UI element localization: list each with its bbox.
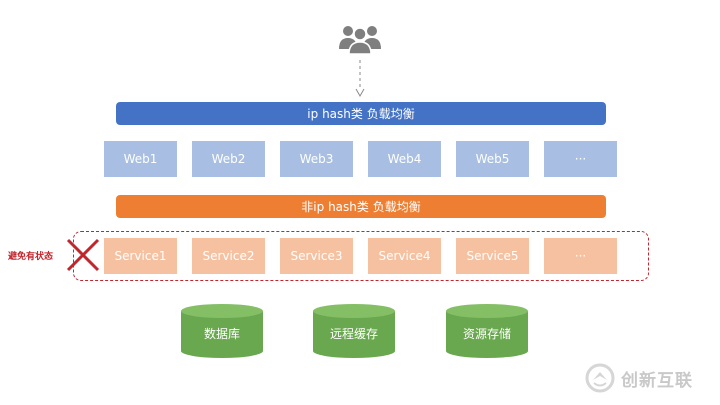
service-node: Service1 (104, 238, 177, 274)
service-node-label: Service5 (466, 249, 519, 263)
service-node-label: ··· (574, 249, 587, 263)
ip-hash-load-balancer-label: ip hash类 负载均衡 (307, 107, 415, 121)
web-node: Web3 (280, 141, 353, 177)
remote-cache-cylinder: 远程缓存 (312, 303, 396, 359)
web-node-label: Web4 (387, 152, 422, 166)
service-node-row: Service1 Service2 Service3 Service4 Serv… (104, 238, 617, 274)
web-node: Web1 (104, 141, 177, 177)
web-node: ··· (544, 141, 617, 177)
service-group-outline (73, 231, 649, 281)
web-node: Web5 (456, 141, 529, 177)
non-ip-hash-load-balancer-label: 非ip hash类 负载均衡 (301, 200, 421, 214)
web-node-label: Web3 (299, 152, 334, 166)
web-node-label: Web2 (211, 152, 246, 166)
web-node-label: Web5 (475, 152, 510, 166)
web-node-label: Web1 (123, 152, 158, 166)
service-node: Service3 (280, 238, 353, 274)
database-cylinder: 数据库 (180, 303, 264, 359)
flow-arrow (350, 60, 370, 100)
service-node-label: Service2 (202, 249, 255, 263)
company-logo-icon (585, 363, 615, 393)
service-node: ··· (544, 238, 617, 274)
service-node: Service2 (192, 238, 265, 274)
non-ip-hash-load-balancer-bar: 非ip hash类 负载均衡 (116, 195, 606, 218)
avoid-stateful-note: 避免有状态 (8, 252, 54, 262)
users-group-icon (336, 22, 384, 55)
remote-cache-label: 远程缓存 (329, 327, 378, 341)
company-logo: 创新互联 (585, 360, 715, 396)
web-node: Web2 (192, 141, 265, 177)
web-node-label: ··· (574, 152, 587, 166)
service-node: Service4 (368, 238, 441, 274)
service-node: Service5 (456, 238, 529, 274)
service-node-label: Service4 (378, 249, 431, 263)
resource-storage-cylinder: 资源存储 (445, 303, 529, 359)
web-node-row: Web1 Web2 Web3 Web4 Web5 ··· (104, 141, 617, 177)
database-label: 数据库 (203, 327, 240, 341)
resource-storage-label: 资源存储 (462, 327, 511, 341)
cross-mark-icon (64, 236, 102, 274)
company-logo-text: 创新互联 (621, 370, 693, 391)
web-node: Web4 (368, 141, 441, 177)
service-node-label: Service3 (290, 249, 343, 263)
service-node-label: Service1 (114, 249, 167, 263)
ip-hash-load-balancer-bar: ip hash类 负载均衡 (116, 102, 606, 125)
